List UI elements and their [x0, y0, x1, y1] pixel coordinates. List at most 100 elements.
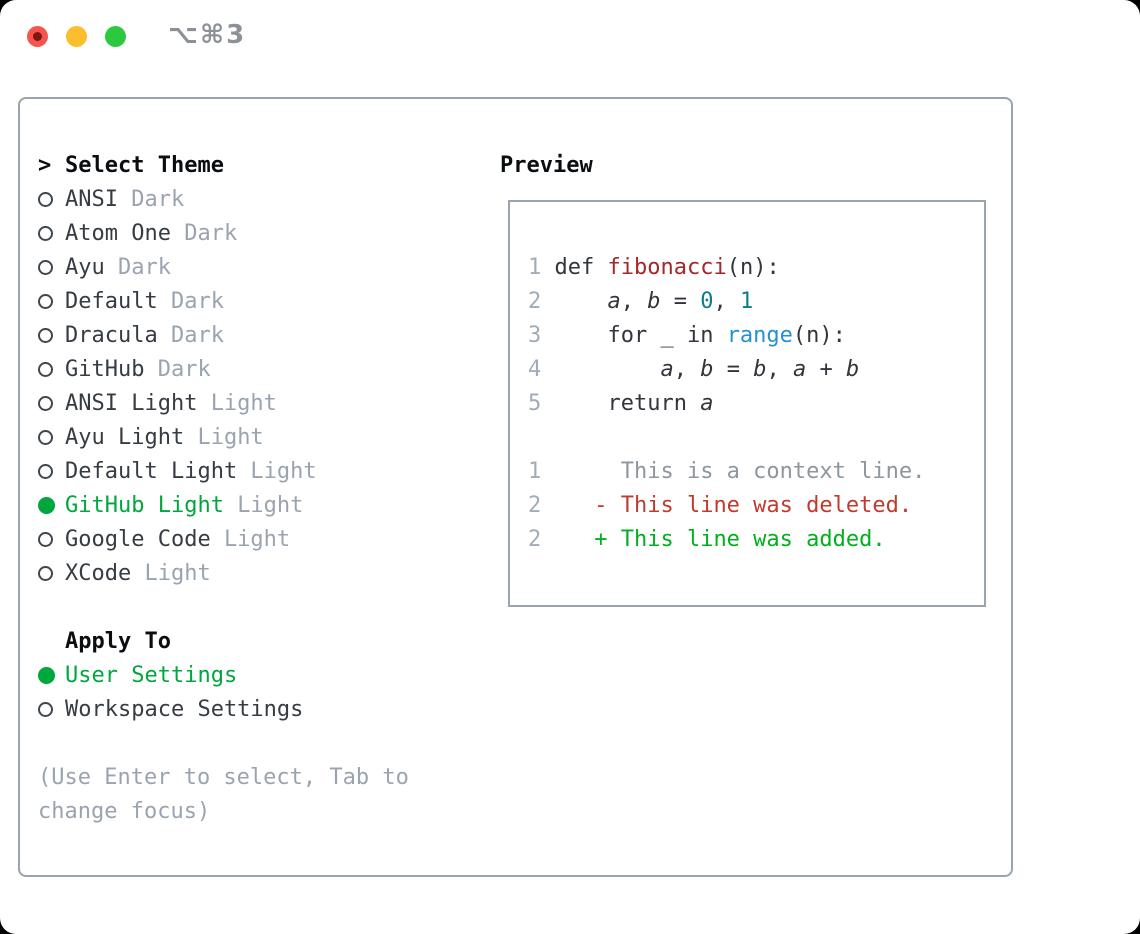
- radio-unselected-icon: [38, 259, 53, 275]
- theme-name: ANSI: [65, 186, 118, 212]
- code-token: a: [607, 289, 621, 314]
- theme-variant-tag: Dark: [117, 254, 171, 280]
- theme-name: Google Code: [65, 526, 211, 552]
- code-token: (n):: [726, 255, 780, 280]
- apply-option-workspace-settings[interactable]: Workspace Settings: [38, 692, 409, 726]
- help-text: change focus): [38, 794, 409, 828]
- code-token: ,: [713, 289, 740, 314]
- apply-option-name: User Settings: [65, 662, 238, 688]
- theme-option-xcode[interactable]: XCode Light: [38, 556, 409, 590]
- theme-option-ansi[interactable]: ANSI Dark: [38, 182, 409, 216]
- radio-unselected-icon: [38, 463, 53, 479]
- radio-unselected-icon: [38, 293, 53, 309]
- zoom-button[interactable]: [105, 26, 126, 47]
- close-dot-icon: [33, 32, 42, 41]
- theme-option-ayu-light[interactable]: Ayu Light Light: [38, 420, 409, 454]
- line-number: 3: [528, 323, 555, 348]
- radio-unselected-icon: [38, 395, 53, 411]
- help-text: (Use Enter to select, Tab to: [38, 760, 409, 794]
- spacer-line: [528, 421, 984, 455]
- code-token: =: [660, 289, 701, 314]
- theme-name: Dracula: [65, 322, 158, 348]
- code-token: a: [792, 357, 807, 382]
- theme-name: GitHub: [65, 356, 145, 382]
- theme-variant-tag: Dark: [170, 288, 224, 314]
- code-token: a: [700, 391, 714, 416]
- theme-name: ANSI Light: [65, 390, 198, 416]
- cursor-caret-icon: >: [38, 152, 52, 178]
- code-token: This is a context line.: [554, 459, 926, 484]
- line-number: 4: [528, 357, 555, 382]
- line-number: 1: [528, 255, 555, 280]
- code-token: - This line was deleted.: [554, 493, 913, 518]
- radio-unselected-icon: [38, 361, 53, 377]
- code-token: =: [713, 357, 754, 382]
- radio-unselected-icon: [38, 191, 53, 207]
- code-token: b: [845, 357, 860, 382]
- minimize-button[interactable]: [66, 26, 87, 47]
- theme-name: GitHub Light: [65, 492, 224, 518]
- line-number: 5: [528, 391, 555, 416]
- theme-variant-tag: Light: [144, 560, 211, 586]
- traffic-lights: [27, 26, 126, 47]
- code-token: a: [660, 357, 674, 382]
- radio-selected-icon: [38, 496, 55, 514]
- preview-line: 2 - This line was deleted.: [528, 489, 984, 523]
- theme-variant-tag: Light: [250, 458, 317, 484]
- apply-to-header-row: Apply To: [38, 624, 409, 658]
- line-number: 1: [528, 459, 555, 484]
- radio-unselected-icon: [38, 531, 53, 547]
- spacer-row: [38, 590, 409, 624]
- theme-name: Ayu Light: [65, 424, 185, 450]
- radio-unselected-icon: [38, 327, 53, 343]
- theme-variant-tag: Dark: [170, 322, 224, 348]
- code-token: ,: [620, 289, 648, 314]
- help-text-line: (Use Enter to select, Tab to: [38, 764, 409, 790]
- theme-name: XCode: [65, 560, 132, 586]
- preview-line: 4 a, b = b, a + b: [528, 353, 984, 387]
- help-text-line: change focus): [38, 798, 211, 824]
- code-token: 0: [700, 289, 714, 314]
- apply-option-user-settings[interactable]: User Settings: [38, 658, 409, 692]
- theme-variant-tag: Dark: [131, 186, 185, 212]
- line-number: 2: [528, 527, 555, 552]
- radio-unselected-icon: [38, 701, 53, 717]
- line-number: 2: [528, 493, 555, 518]
- code-token: ,: [673, 357, 701, 382]
- code-token: fibonacci: [607, 255, 727, 280]
- code-token: b: [647, 289, 661, 314]
- code-token: for _ in: [554, 323, 727, 348]
- code-token: 1: [739, 289, 754, 314]
- apply-option-name: Workspace Settings: [65, 696, 304, 722]
- spacer-row: [38, 726, 409, 760]
- select-theme-heading: Select Theme: [65, 152, 224, 178]
- radio-selected-icon: [38, 666, 55, 684]
- theme-variant-tag: Light: [237, 492, 304, 518]
- theme-variant-tag: Light: [197, 424, 264, 450]
- close-button[interactable]: [27, 26, 48, 47]
- preview-line: 2 + This line was added.: [528, 523, 984, 557]
- preview-line: 1 def fibonacci(n):: [528, 251, 984, 285]
- preview-heading: Preview: [500, 152, 593, 178]
- line-number: 2: [528, 289, 555, 314]
- code-token: +: [806, 357, 846, 382]
- code-token: (n):: [792, 323, 846, 348]
- code-token: [555, 289, 608, 314]
- code-token: ,: [766, 357, 793, 382]
- theme-variant-tag: Dark: [184, 220, 238, 246]
- theme-option-dracula[interactable]: Dracula Dark: [38, 318, 409, 352]
- radio-unselected-icon: [38, 429, 53, 445]
- code-token: def: [554, 255, 608, 280]
- theme-option-github-light[interactable]: GitHub Light Light: [38, 488, 409, 522]
